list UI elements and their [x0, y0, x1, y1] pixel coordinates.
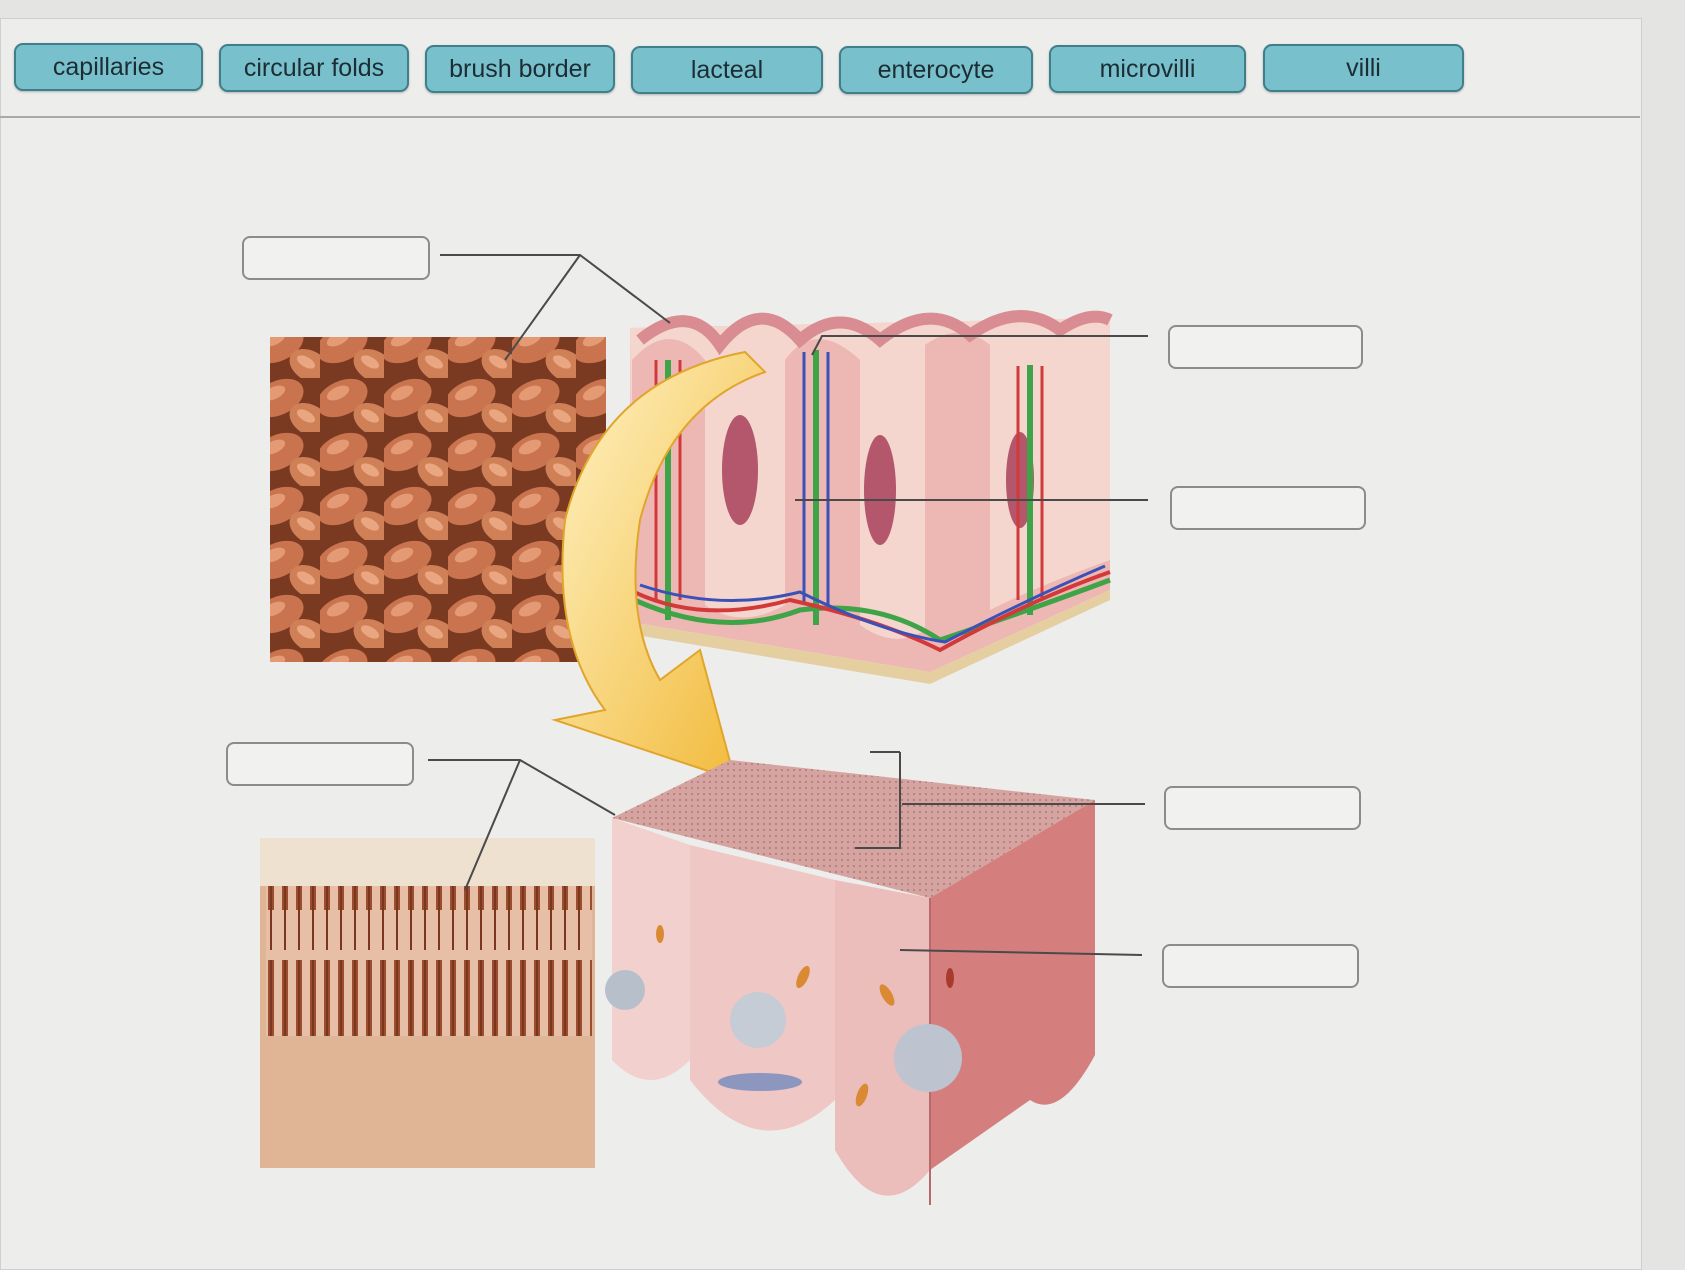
word-bank: capillaries circular folds brush border … [0, 18, 1640, 118]
drop-target-bottom-right-2[interactable] [1162, 944, 1359, 988]
chip-villi[interactable]: villi [1263, 44, 1464, 92]
villi-micrograph [270, 337, 606, 662]
drop-target-microvilli-photo[interactable] [226, 742, 414, 786]
chip-enterocyte[interactable]: enterocyte [839, 46, 1033, 94]
microvilli-micrograph [260, 838, 595, 1168]
chip-brush-border[interactable]: brush border [425, 45, 615, 93]
chip-lacteal[interactable]: lacteal [631, 46, 823, 94]
villi-cross-section [628, 310, 1113, 684]
enterocyte-block [605, 760, 1095, 1205]
drop-target-top-right-1[interactable] [1168, 325, 1363, 369]
chip-microvilli[interactable]: microvilli [1049, 45, 1246, 93]
drop-target-villi-photo[interactable] [242, 236, 430, 280]
leader-lines [428, 254, 1148, 956]
drop-target-top-right-2[interactable] [1170, 486, 1366, 530]
chip-circular-folds[interactable]: circular folds [219, 44, 409, 92]
drop-target-bottom-right-1[interactable] [1164, 786, 1361, 830]
magnification-arrow [551, 350, 767, 782]
chip-capillaries[interactable]: capillaries [14, 43, 203, 91]
